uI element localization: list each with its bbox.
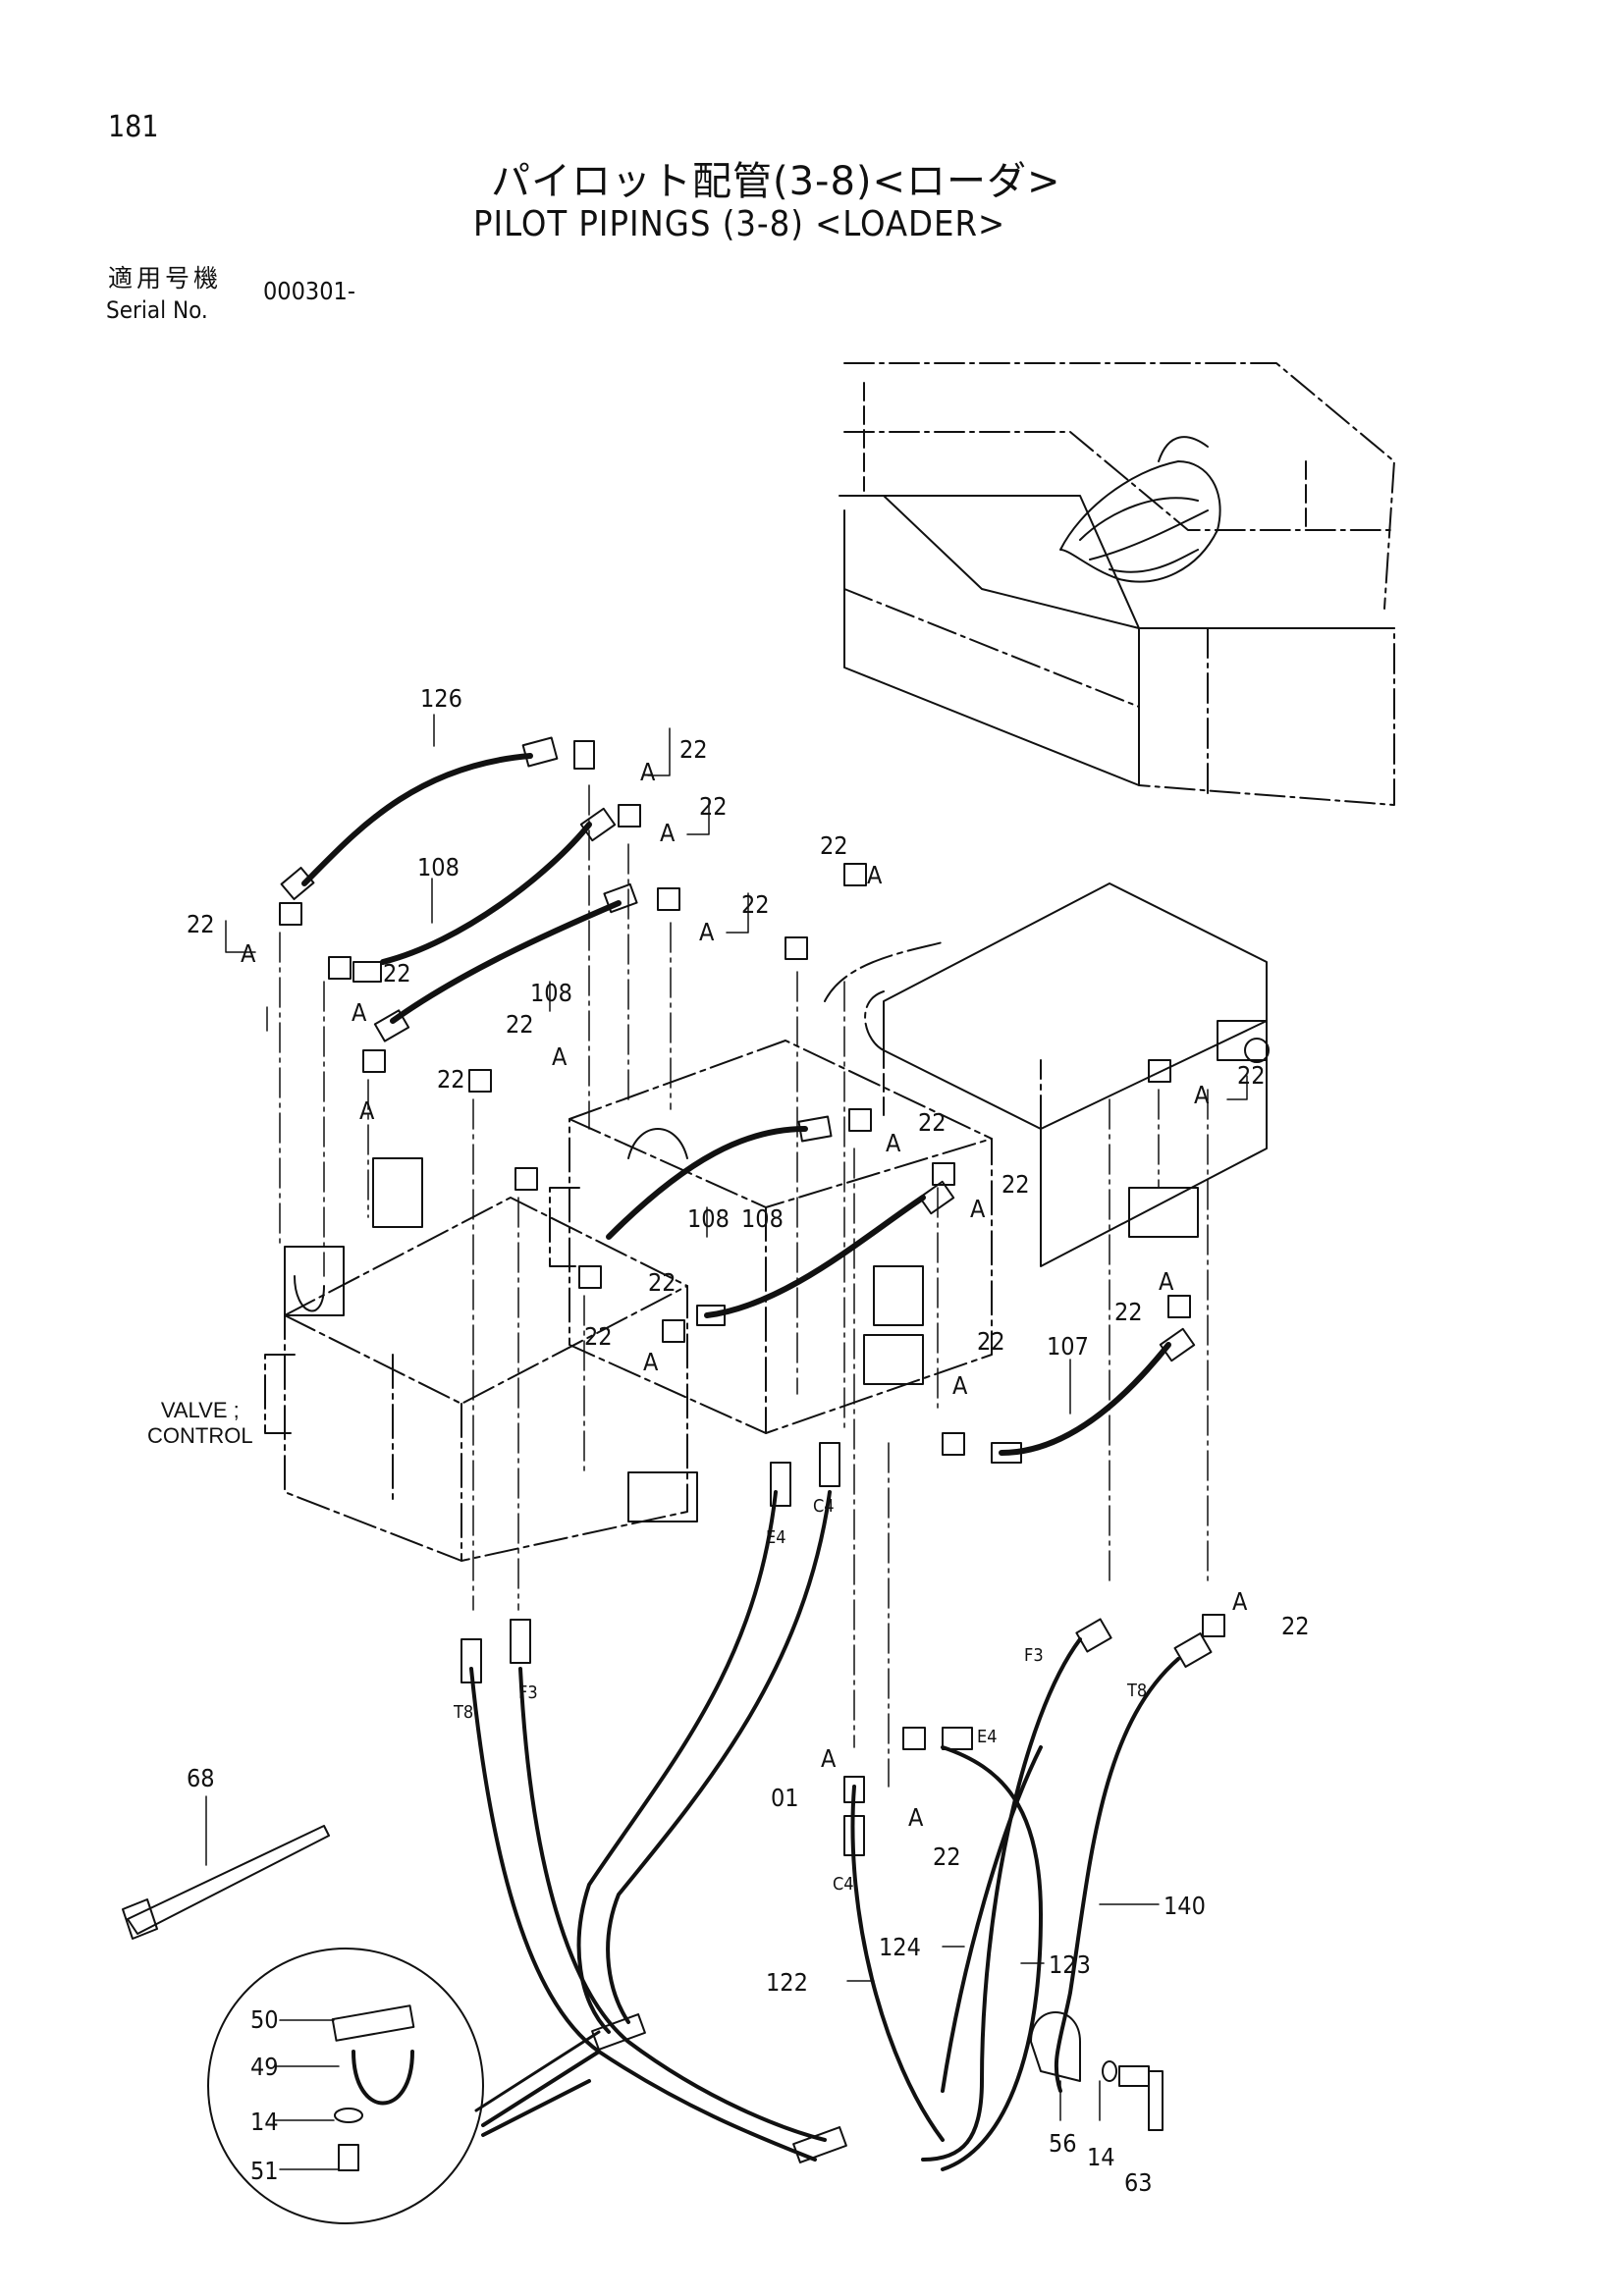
port-t8-right: T8	[1126, 1681, 1147, 1701]
label-22-13: 22	[648, 1268, 677, 1297]
marker-a-6: A	[359, 1096, 375, 1125]
label-22-10: 22	[1001, 1170, 1030, 1199]
serial-label-japanese: 適用号機	[108, 264, 223, 293]
label-22-17: 22	[933, 1842, 961, 1871]
marker-a-10: A	[970, 1195, 986, 1223]
marker-a-8: A	[867, 861, 883, 889]
label-51: 51	[250, 2157, 279, 2185]
page-title-japanese: パイロット配管(3-8)<ローダ>	[491, 159, 1061, 204]
label-50: 50	[250, 2005, 279, 2034]
hose-126	[301, 753, 533, 886]
control-valve-right	[883, 882, 1270, 1267]
label-22-7: 22	[437, 1065, 465, 1094]
hose-108-lower-right	[704, 1195, 926, 1318]
cable-tie-68	[122, 1795, 330, 1940]
valve-label-line1: VALVE ;	[160, 1398, 240, 1422]
label-14-detail: 14	[250, 2108, 279, 2136]
label-123: 123	[1049, 1950, 1091, 1979]
marker-a-4: A	[241, 939, 256, 968]
port-e4-upper: E4	[766, 1527, 786, 1548]
pilot-lines-phantom	[279, 784, 1209, 1788]
valve-label-line2: CONTROL	[147, 1423, 253, 1448]
label-14: 14	[1087, 2143, 1115, 2171]
page-title-english: PILOT PIPINGS (3-8) <LOADER>	[473, 204, 1006, 244]
label-63: 63	[1124, 2168, 1153, 2197]
label-49: 49	[250, 2053, 279, 2081]
valve-control-label: VALVE ; CONTROL	[147, 1398, 253, 1449]
label-22-6: 22	[506, 1010, 534, 1039]
part-labels: 126 108 108 108 108 107 140 123 124 122 …	[187, 684, 1310, 2197]
label-22-4: 22	[187, 910, 215, 938]
marker-a-11: A	[1194, 1081, 1210, 1109]
label-01: 01	[771, 1784, 799, 1812]
label-22-3: 22	[741, 890, 770, 919]
marker-a-13: A	[643, 1348, 659, 1376]
control-valve-right-phantom	[824, 941, 1042, 1130]
hose-108-upper	[380, 822, 592, 965]
marker-a-9: A	[886, 1129, 901, 1157]
hose-108-lower-left	[606, 1126, 808, 1240]
hose-107	[999, 1342, 1171, 1456]
marker-a-14: A	[952, 1371, 968, 1400]
label-22-12: 22	[1114, 1298, 1143, 1326]
clamp-56-bolt-63	[1030, 2011, 1164, 2131]
port-f3-right: F3	[1024, 1645, 1044, 1666]
serial-value: 000301-	[263, 277, 355, 305]
port-c4-lower: C4	[833, 1874, 854, 1895]
label-122: 122	[766, 1968, 808, 1997]
label-107: 107	[1047, 1332, 1089, 1361]
marker-a-16: A	[821, 1744, 837, 1773]
label-56: 56	[1049, 2129, 1077, 2158]
label-108-c: 108	[687, 1204, 730, 1233]
marker-a-2: A	[660, 819, 676, 847]
machine-frame-outline	[839, 362, 1395, 806]
detail-circle	[207, 1948, 601, 2224]
port-e4-lower: E4	[977, 1727, 998, 1747]
control-valve-left-solid	[284, 1157, 698, 1522]
label-22-8: 22	[820, 831, 848, 860]
leader-lines	[225, 714, 1248, 1982]
fittings	[279, 736, 1225, 1856]
label-22-16: 22	[1281, 1612, 1310, 1640]
marker-a-7: A	[552, 1042, 568, 1071]
port-c4-upper: C4	[813, 1496, 835, 1517]
marker-a-15: A	[1232, 1587, 1248, 1616]
control-valve-middle	[549, 1040, 993, 1434]
port-t8-left: T8	[453, 1702, 473, 1723]
label-108-d: 108	[741, 1204, 784, 1233]
hose-108-middle	[390, 900, 622, 1024]
marker-a-1: A	[640, 758, 656, 786]
label-140: 140	[1164, 1892, 1206, 1920]
label-22-14: 22	[584, 1322, 613, 1351]
label-22-15: 22	[977, 1327, 1005, 1356]
serial-label-english: Serial No.	[106, 296, 208, 324]
marker-a-12: A	[1159, 1267, 1174, 1296]
label-22-1: 22	[679, 735, 708, 764]
control-valve-left	[264, 1197, 688, 1562]
control-valve-middle-solid	[627, 1128, 924, 1385]
page-number: 181	[108, 110, 159, 144]
label-108-a: 108	[417, 853, 460, 881]
hose-bundle-main	[469, 1490, 1180, 2171]
marker-a-5: A	[352, 998, 367, 1027]
label-68: 68	[187, 1764, 215, 1792]
marker-a-3: A	[699, 918, 715, 946]
label-124: 124	[879, 1933, 921, 1961]
port-f3-left: F3	[518, 1682, 538, 1703]
label-22-5: 22	[383, 959, 411, 988]
marker-a-17: A	[908, 1803, 924, 1832]
bundle-clamps	[591, 2013, 847, 2163]
wire-harness-bundle	[1059, 436, 1221, 583]
label-22-2: 22	[699, 792, 728, 821]
label-126: 126	[420, 684, 462, 713]
label-22-11: 22	[1237, 1061, 1266, 1090]
label-108-b: 108	[530, 979, 572, 1007]
label-22-9: 22	[918, 1108, 947, 1137]
